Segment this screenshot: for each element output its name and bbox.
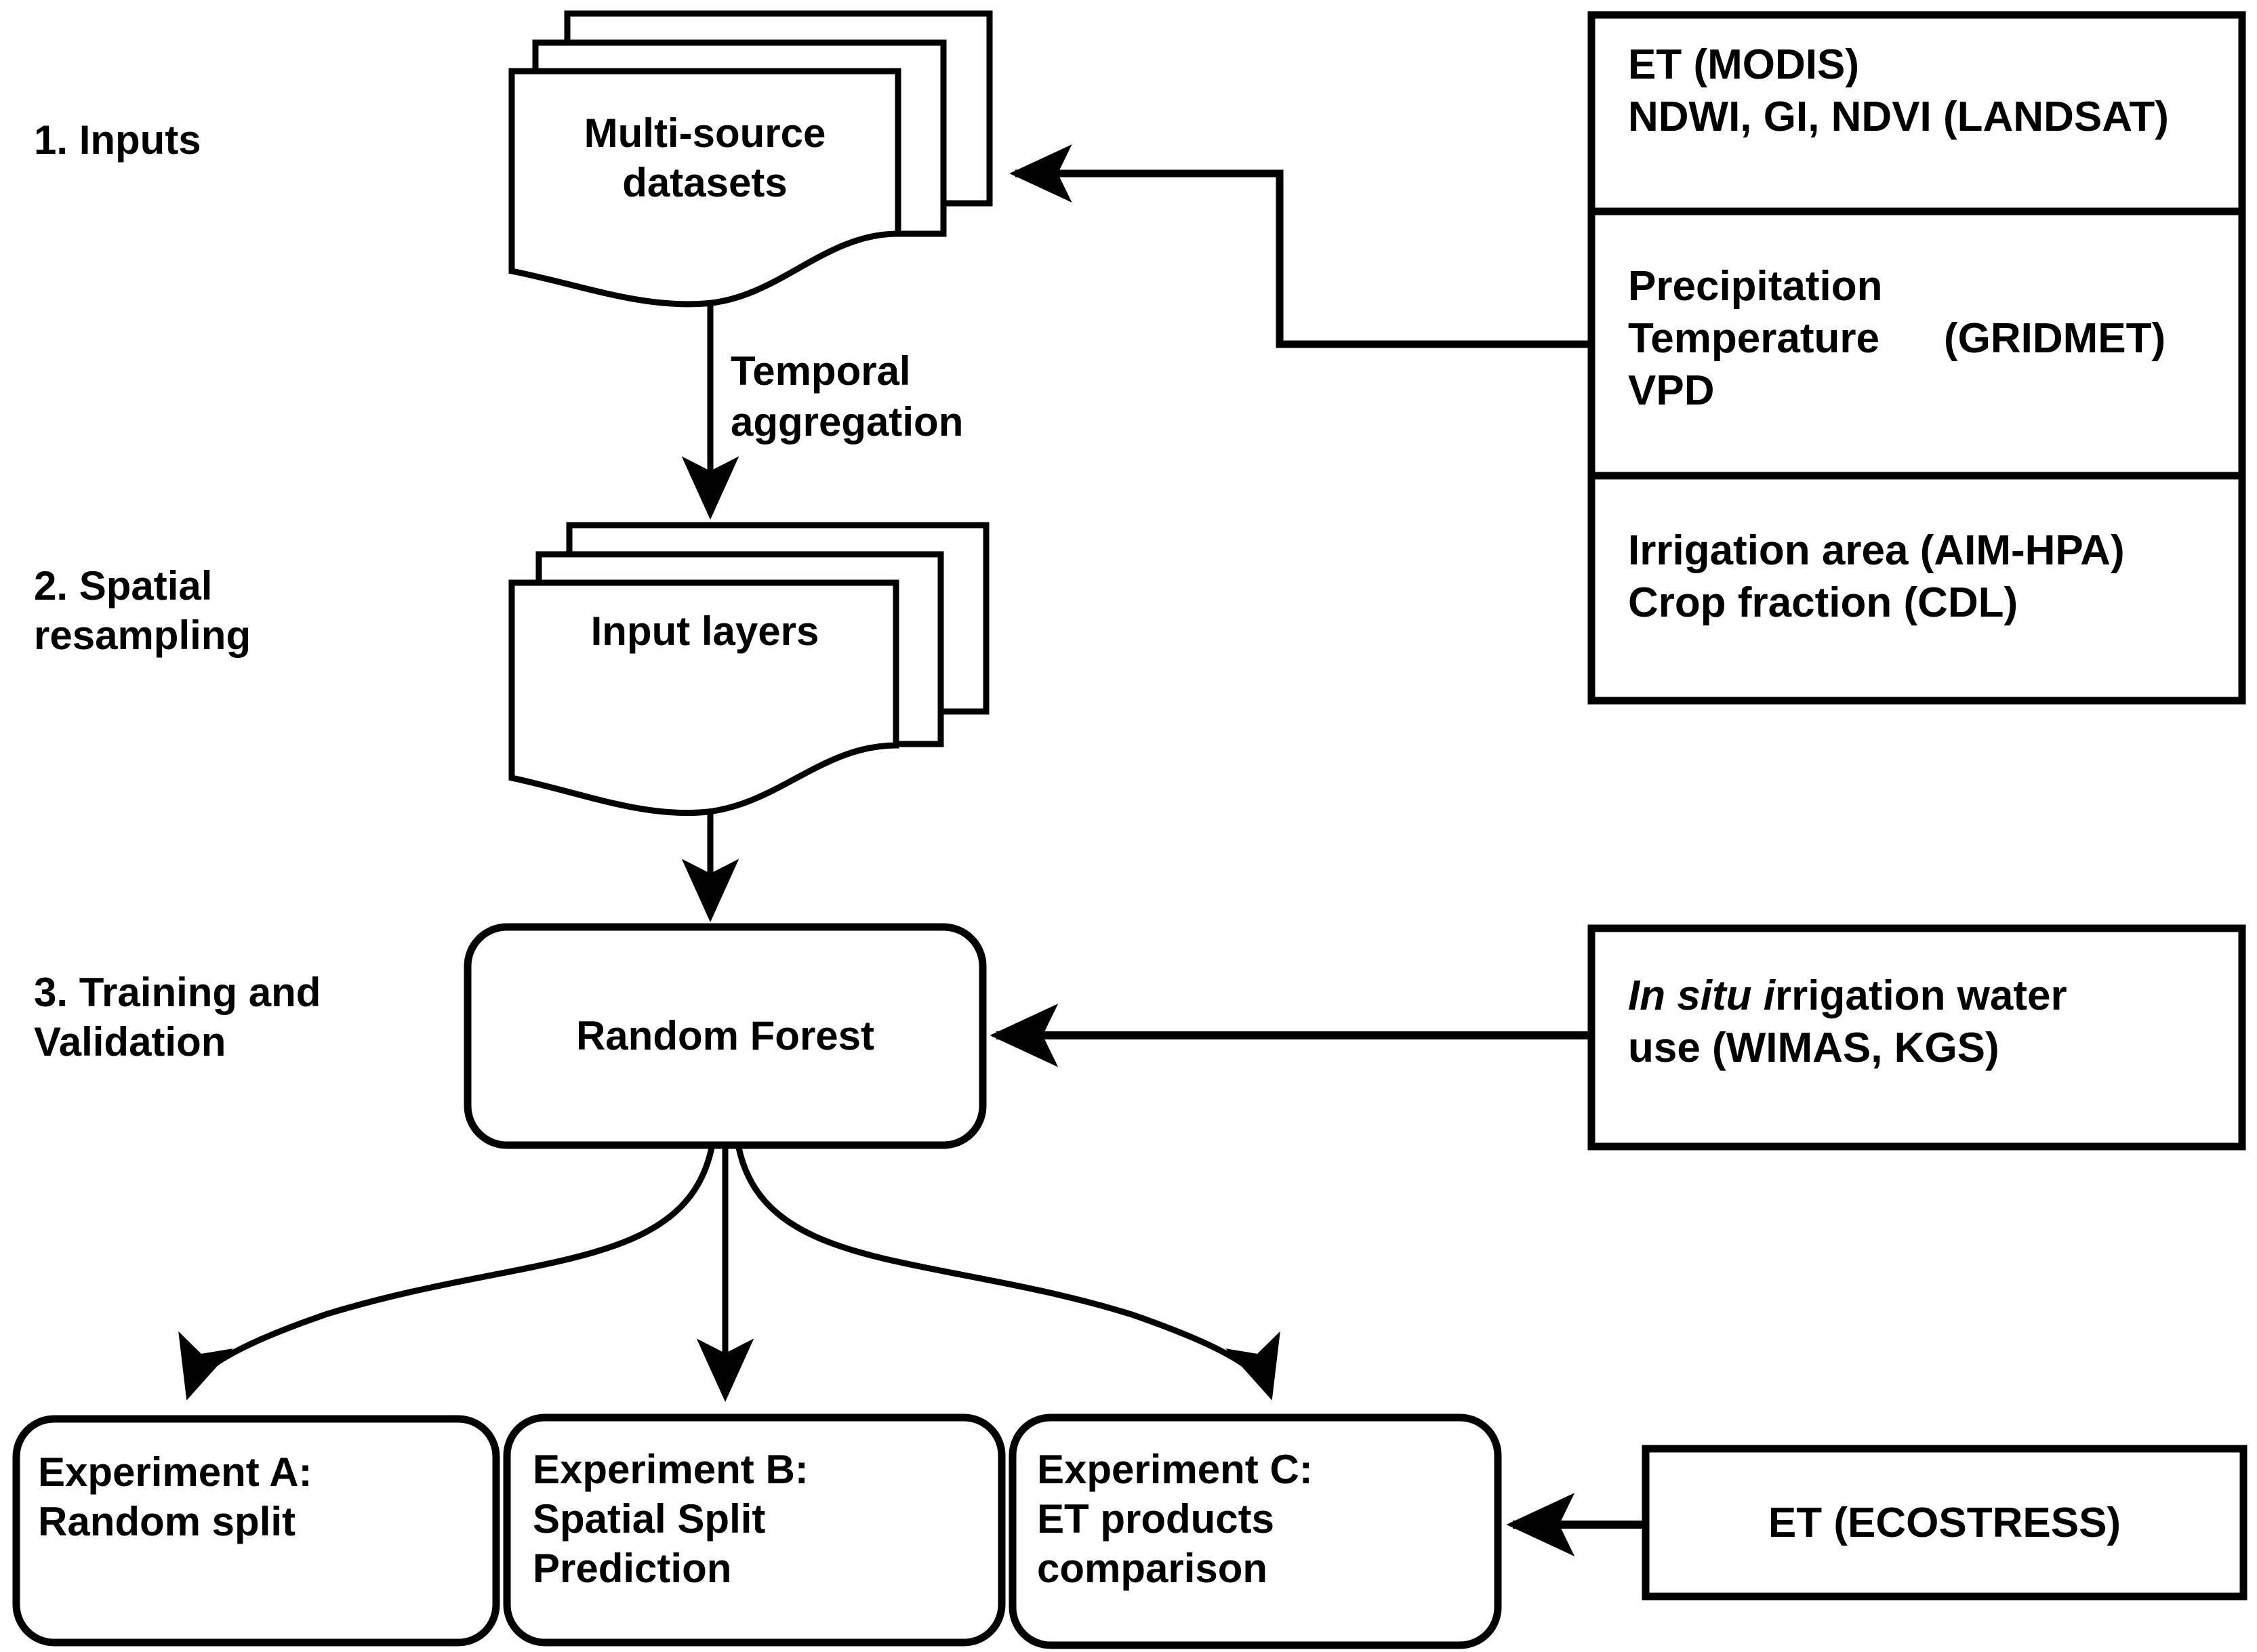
edge-sources-to-datasets (1009, 144, 1591, 348)
source-box-remote-sensing (1587, 11, 2246, 215)
source-box-climate (1587, 207, 2246, 480)
source-climate-variables: Precipitation Temperature VPD (1628, 263, 1883, 414)
edge-rf-to-experiment-a (178, 1147, 715, 1401)
node-experiment-c-box (1009, 1413, 1502, 1649)
source-in-situ-text: In situ irrigation water use (WIMAS, KGS… (1628, 970, 2238, 1075)
source-in-situ-rest: rrigation water use (WIMAS, KGS) (1628, 972, 2067, 1071)
source-box-in-situ (1587, 924, 2246, 1151)
edge-rf-to-experiment-c (735, 1147, 1280, 1401)
source-in-situ-italic: In situ i (1628, 972, 1775, 1019)
source-box-land-cover (1587, 472, 2246, 705)
node-multi-source-datasets (508, 10, 993, 308)
source-land-cover-line1: Irrigation area (AIM-HPA) (1628, 527, 2125, 574)
node-label-input-layers: Input layers (590, 608, 819, 654)
source-climate-product: (GRIDMET) (1944, 315, 2166, 362)
datasets-sheet-front (508, 68, 901, 308)
node-label-multi-source-datasets: Multi-source datasets (584, 110, 826, 206)
node-label-random-forest: Random Forest (575, 1013, 875, 1058)
source-remote-sensing-line2: NDWI, GI, NDVI (LANDSAT) (1628, 94, 2169, 140)
node-input-layers (508, 522, 990, 817)
source-ecostress-label: ET (ECOSTRESS) (1768, 1500, 2121, 1546)
stage-label-training-validation: 3. Training and Validation (34, 970, 321, 1065)
node-label-experiment-b: Experiment B: Spatial Split Prediction (533, 1447, 809, 1592)
source-land-cover-line2: Crop fraction (CDL) (1628, 579, 2018, 626)
source-remote-sensing-line1: ET (MODIS) (1628, 41, 1859, 88)
node-label-experiment-c: Experiment C: ET products comparison (1037, 1447, 1313, 1592)
node-experiment-a-box (12, 1415, 500, 1647)
stage-label-inputs: 1. Inputs (34, 117, 201, 163)
node-experiment-b-box (503, 1413, 1006, 1647)
inputlayers-sheet-front (508, 579, 899, 817)
node-label-experiment-a: Experiment A: Random split (38, 1449, 312, 1545)
source-box-ecostress (1642, 1445, 2248, 1601)
stage-label-spatial-resampling: 2. Spatial resampling (34, 563, 251, 659)
node-random-forest-box (464, 923, 987, 1149)
edge-label-temporal-aggregation: Temporal aggregation (731, 348, 964, 445)
